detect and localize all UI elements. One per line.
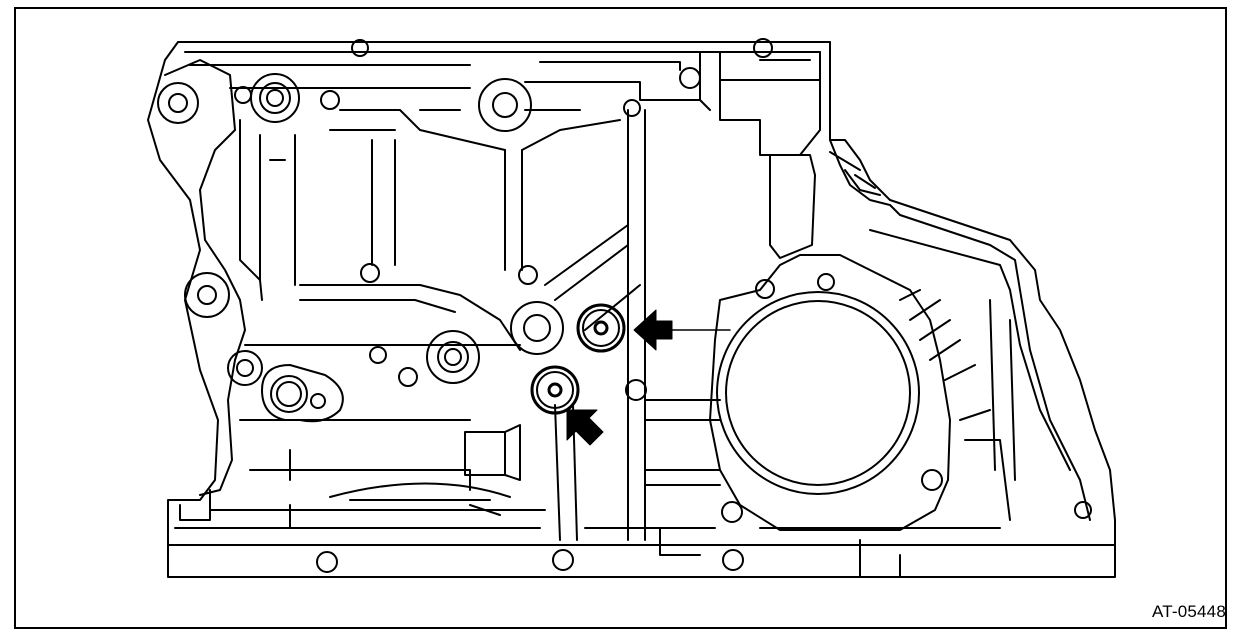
boss-bore-left <box>755 279 775 299</box>
boss-midleft-inner <box>444 348 462 366</box>
boss-top5 <box>623 99 641 117</box>
right-fins <box>899 289 991 421</box>
boss-small-5 <box>625 379 647 401</box>
boss-bottom-2 <box>552 549 574 571</box>
oval-flange-outline <box>261 364 344 423</box>
oval-flange-bolt <box>310 393 326 409</box>
boss-top3 <box>320 90 340 110</box>
bore-housing-outer <box>709 254 951 531</box>
boss-midleft-mid <box>437 341 469 373</box>
top-rail <box>184 51 821 101</box>
boss-bottom-6 <box>1074 501 1092 519</box>
boss-bottom-3 <box>722 549 744 571</box>
boss-mid-inner <box>523 314 551 342</box>
boss-small-4 <box>398 367 418 387</box>
boss-topleft-inner <box>168 93 188 113</box>
plug-lower-outer <box>530 365 580 415</box>
bottom-rail <box>167 527 1116 578</box>
boss-top2-outer <box>250 73 300 123</box>
plug-lower-inner <box>547 382 563 398</box>
cylinder-bore-inner <box>725 300 911 486</box>
cylinder-bore-outer <box>716 291 920 495</box>
oval-flange-hole-inner <box>276 381 302 407</box>
upper-bore-chamber <box>769 154 816 259</box>
boss-midleft-outer <box>426 330 480 384</box>
rib-1 <box>371 139 396 266</box>
brace-3 <box>644 399 721 486</box>
boss-bore-top <box>817 273 835 291</box>
plug-lower-mid <box>536 371 574 409</box>
boss-small-3 <box>369 346 387 364</box>
pipe-stub <box>464 424 521 481</box>
plug-upper-inner <box>593 320 609 336</box>
boss-lowleft-inner <box>236 359 254 377</box>
boss-group <box>157 38 1092 573</box>
left-housing-inner <box>239 119 296 301</box>
right-shroud-inner <box>829 151 1071 471</box>
plug-upper-mid <box>582 309 620 347</box>
brace-1 <box>329 109 621 151</box>
boss-top8 <box>351 39 369 57</box>
callout-arrow-lower <box>566 409 604 446</box>
block-outline <box>147 41 1116 578</box>
figure-code-label: AT-05448 <box>1151 602 1226 621</box>
lower-member <box>239 419 471 491</box>
boss-top6 <box>679 67 701 89</box>
pan-curve <box>209 482 546 511</box>
boss-bottom-5 <box>921 469 943 491</box>
boss-small-1 <box>360 263 380 283</box>
top-rail-detail <box>229 81 711 111</box>
boss-bottom-1 <box>316 551 338 573</box>
right-shroud <box>829 139 1091 521</box>
boss-top4-inner <box>492 92 518 118</box>
left-housing <box>164 59 246 496</box>
right-top-chamber <box>709 51 821 156</box>
boss-top7 <box>753 38 773 58</box>
boss-topleft-outer <box>157 82 199 124</box>
boss-top2-mid <box>259 82 291 114</box>
boss-top3b <box>234 86 252 104</box>
callout-arrow-upper <box>633 309 673 351</box>
boss-top2-inner <box>266 89 284 107</box>
boss-left-outer <box>184 272 230 318</box>
boss-left-inner <box>197 285 217 305</box>
mid-member <box>244 284 521 351</box>
oval-flange <box>261 364 344 423</box>
boss-top4-outer <box>478 78 532 132</box>
rib-2 <box>504 149 523 271</box>
oval-flange-hole-outer <box>270 375 308 413</box>
boss-small-2 <box>518 265 538 285</box>
plug-upper <box>576 303 626 353</box>
plug-lower <box>530 365 580 415</box>
right-lower-ribs <box>964 299 1016 521</box>
plug-upper-outer <box>576 303 626 353</box>
bottom-lugs <box>179 489 701 556</box>
boss-bottom-4 <box>721 501 743 523</box>
boss-mid-outer <box>510 301 564 355</box>
boss-lowleft-outer <box>227 350 263 386</box>
